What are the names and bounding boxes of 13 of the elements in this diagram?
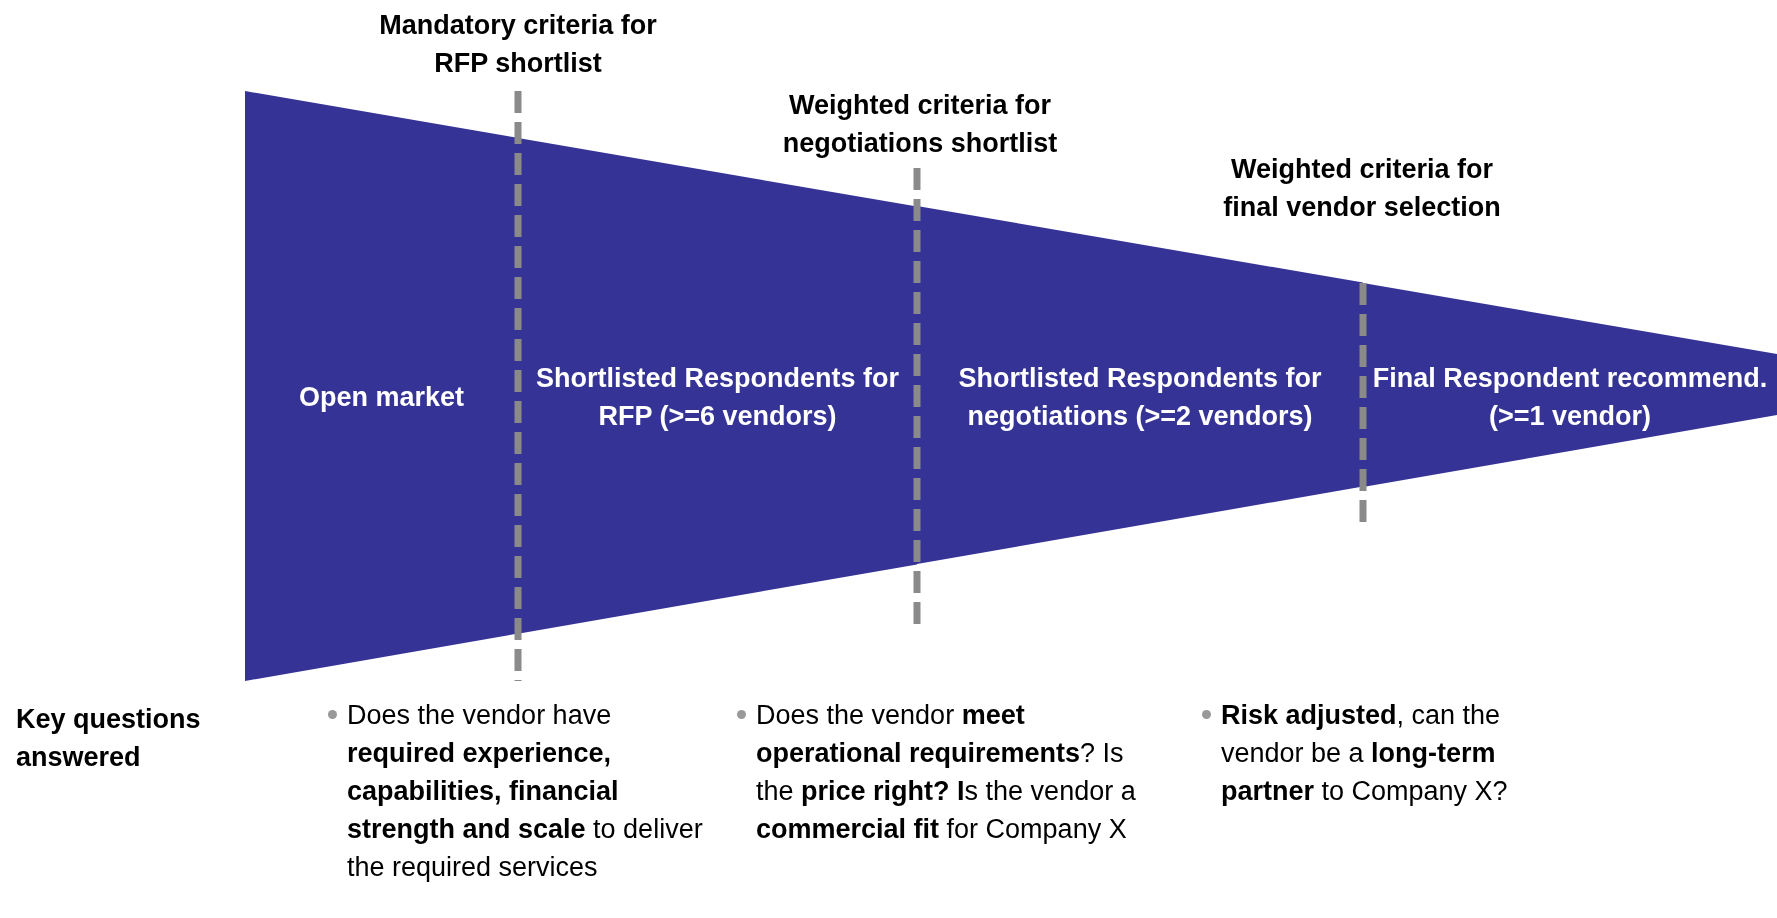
stage-label: Shortlisted Respondents for RFP (>=6 vendors) xyxy=(535,362,900,433)
bullet-text: Risk adjusted, can the vendor be a long-term partner to Company X? xyxy=(1199,696,1581,810)
funnel-segment xyxy=(1363,282,1777,487)
stage-label: Shortlisted Respondents for negotiations (>=2 vendors) xyxy=(957,362,1323,433)
bullet-text: Does the vendor have required experience, capabilities, financial strength and scale to deliver the required services xyxy=(325,696,717,886)
criteria-heading: Weighted criteria for final vendor selection xyxy=(1222,153,1502,224)
funnel-segment xyxy=(245,91,518,681)
bullet-text: Does the vendor meet operational requirements? Is the price right? Is the vendor a commercial fit for Company X xyxy=(734,696,1146,848)
criteria-heading: Weighted criteria for negotiations shortlist xyxy=(781,89,1059,160)
stage-label: Open market xyxy=(297,381,466,414)
stage-label: Final Respondent recommend. (>=1 vendor) xyxy=(1371,362,1769,433)
criteria-heading: Mandatory criteria for RFP shortlist xyxy=(378,9,658,80)
row-heading: Key questions answered xyxy=(16,703,202,774)
